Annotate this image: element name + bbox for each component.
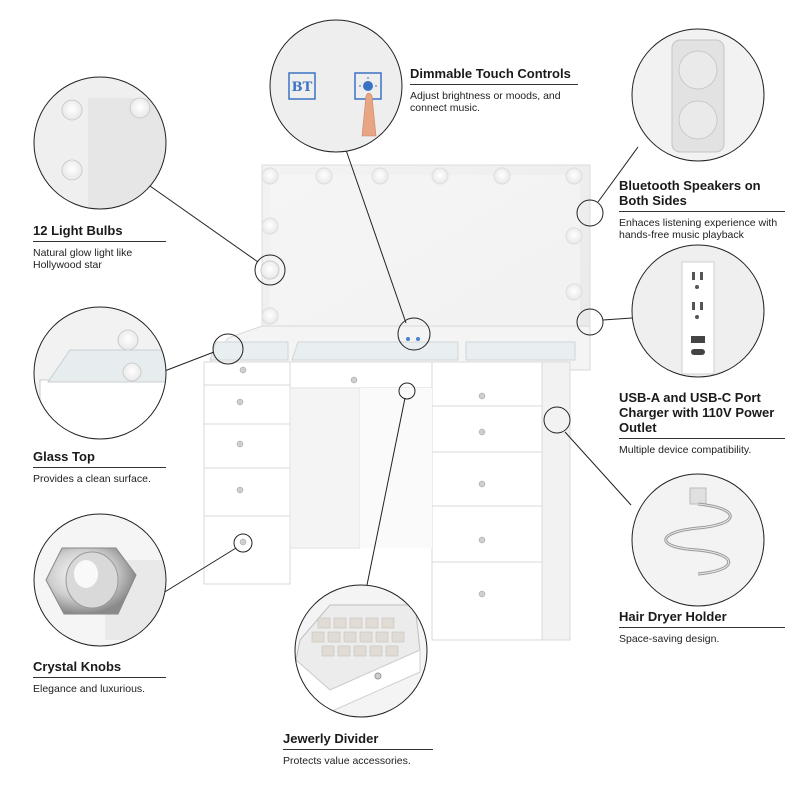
speaker-icon	[671, 39, 725, 153]
feature-title: Jewerly Divider	[283, 731, 379, 746]
divider	[33, 241, 166, 242]
hair-dryer-holder-icon	[664, 487, 732, 576]
hair-dryer-detail-circle	[631, 473, 765, 607]
feature-desc: Adjust brightness or moods, and connect …	[410, 90, 561, 114]
desk-body	[203, 361, 571, 641]
outlet-detail-circle	[631, 244, 765, 378]
leader-lines	[149, 146, 639, 599]
feature-desc: Protects value accessories.	[283, 755, 411, 767]
feature-desc: Elegance and luxurious.	[33, 683, 146, 695]
callout-markers	[212, 199, 604, 553]
feature-touch-controls: Dimmable Touch Controls Adjust brightnes…	[410, 66, 578, 114]
divider	[283, 749, 433, 750]
divider	[619, 627, 785, 628]
feature-title: Crystal Knobs	[33, 659, 122, 674]
glass-top-detail-circle	[33, 306, 167, 440]
usb-port-icon	[691, 336, 705, 355]
crystal-knob-icon	[45, 547, 137, 615]
power-outlet-icon	[692, 272, 703, 319]
feature-glass-top: Glass Top Provides a clean surface.	[33, 449, 166, 485]
feature-desc: Provides a clean surface.	[33, 473, 151, 485]
feature-desc: Space-saving design.	[619, 633, 720, 645]
bluetooth-touch-icon: BT	[288, 72, 316, 100]
feature-bluetooth-speakers: Bluetooth Speakers on Both Sides Enhaces…	[619, 178, 785, 241]
divider	[410, 84, 578, 85]
divider	[33, 677, 166, 678]
glass-desktop	[203, 325, 591, 371]
feature-title: USB-A and USB-C Port Charger with 110V P…	[619, 390, 775, 435]
crystal-knob-detail-circle	[33, 513, 167, 647]
feature-light-bulbs: 12 Light Bulbs Natural glow light like H…	[33, 223, 166, 271]
light-bulb-icon	[61, 97, 151, 181]
touch-controls-detail-circle: BT	[269, 19, 403, 153]
feature-jewelry-divider: Jewerly Divider Protects value accessori…	[283, 731, 433, 767]
divider	[619, 211, 785, 212]
feature-title: Bluetooth Speakers on Both Sides	[619, 178, 761, 208]
bt-label: BT	[292, 80, 313, 95]
feature-desc: Enhaces listening experience with hands-…	[619, 217, 778, 241]
feature-hair-dryer-holder: Hair Dryer Holder Space-saving design.	[619, 609, 785, 645]
jewelry-detail-circle	[294, 584, 428, 718]
feature-crystal-knobs: Crystal Knobs Elegance and luxurious.	[33, 659, 166, 695]
feature-desc: Natural glow light like Hollywood star	[33, 247, 133, 271]
feature-title: Dimmable Touch Controls	[410, 66, 571, 81]
divider	[33, 467, 166, 468]
feature-title: Glass Top	[33, 449, 95, 464]
feature-desc: Multiple device compatibility.	[619, 444, 752, 456]
speaker-detail-circle	[631, 28, 765, 162]
feature-title: Hair Dryer Holder	[619, 609, 727, 624]
bulb-detail-circle	[33, 76, 167, 210]
feature-usb-charger: USB-A and USB-C Port Charger with 110V P…	[619, 390, 785, 456]
divider	[619, 438, 785, 439]
feature-title: 12 Light Bulbs	[33, 223, 123, 238]
mirror-bulbs	[260, 167, 583, 355]
